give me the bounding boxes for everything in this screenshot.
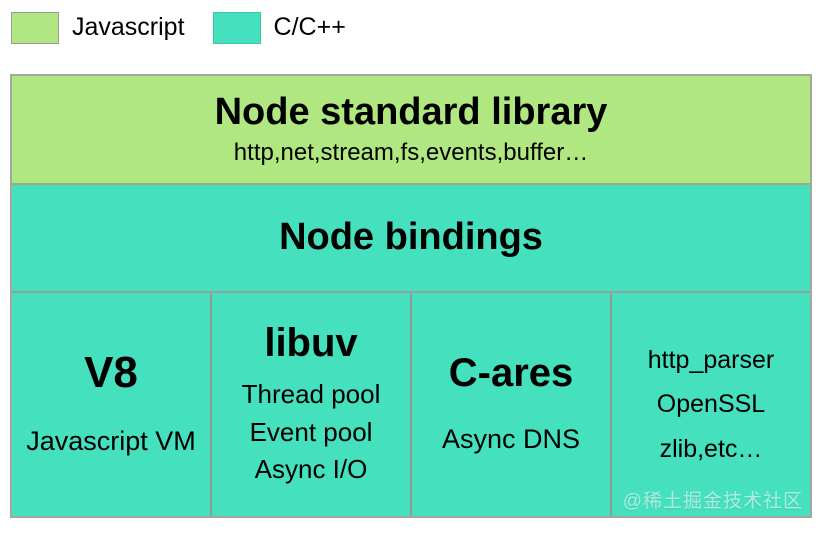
others-line-zlib: zlib,etc… bbox=[659, 434, 763, 463]
stdlib-title: Node standard library bbox=[214, 91, 608, 134]
legend-label-javascript: Javascript bbox=[72, 12, 185, 41]
stdlib-modules: http,net,stream,fs,events,buffer… bbox=[233, 138, 589, 166]
c-ares-title: C-ares bbox=[448, 350, 574, 395]
bindings-title: Node bindings bbox=[279, 216, 543, 259]
c-ares-subtitle: Async DNS bbox=[441, 423, 581, 454]
component-libuv: libuv Thread pool Event pool Async I/O bbox=[210, 293, 410, 516]
v8-title: V8 bbox=[84, 347, 138, 397]
component-c-ares: C-ares Async DNS bbox=[410, 293, 610, 516]
legend: Javascript C/C++ bbox=[11, 12, 346, 44]
others-line-openssl: OpenSSL bbox=[656, 390, 766, 419]
layer-node-standard-library: Node standard library http,net,stream,fs… bbox=[12, 76, 810, 185]
cpp-color-swatch bbox=[212, 12, 261, 44]
node-stack: Node standard library http,net,stream,fs… bbox=[10, 74, 812, 518]
legend-item-javascript: Javascript bbox=[11, 12, 185, 44]
component-v8: V8 Javascript VM bbox=[12, 293, 210, 516]
layer-components: V8 Javascript VM libuv Thread pool Event… bbox=[12, 293, 810, 516]
watermark: @稀土掘金技术社区 bbox=[622, 491, 803, 512]
legend-item-cpp: C/C++ bbox=[212, 12, 346, 44]
libuv-line-event-pool: Event pool bbox=[249, 416, 373, 447]
libuv-line-async-io: Async I/O bbox=[254, 454, 368, 485]
legend-label-cpp: C/C++ bbox=[273, 12, 346, 41]
libuv-line-thread-pool: Thread pool bbox=[241, 378, 381, 409]
javascript-color-swatch bbox=[11, 12, 59, 44]
layer-node-bindings: Node bindings bbox=[12, 185, 810, 293]
libuv-title: libuv bbox=[264, 320, 358, 365]
v8-subtitle: Javascript VM bbox=[26, 426, 196, 457]
others-line-http-parser: http_parser bbox=[647, 345, 775, 374]
component-others: http_parser OpenSSL zlib,etc… bbox=[610, 293, 810, 516]
